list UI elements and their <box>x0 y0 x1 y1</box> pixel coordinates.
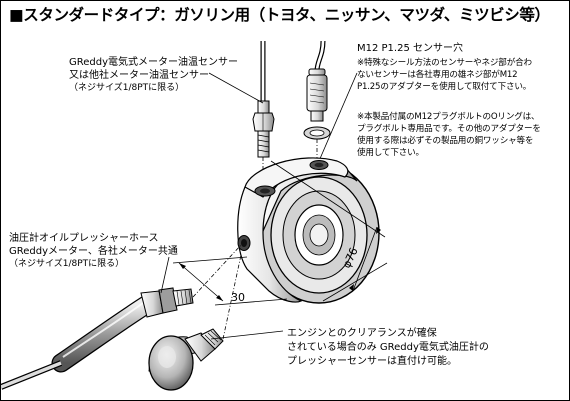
pressure-sensor-axis <box>222 254 242 340</box>
oil-temp-sensor-line3: （ネジサイズ1/8PTに限る） <box>69 83 185 93</box>
hose-fitting <box>140 287 194 318</box>
plug-bolt-note-line: ※本製品付属のM12プラグボルトのOリングは、 <box>357 112 540 122</box>
sensor-hole-note-line: ないセンサーは各社専用の雄ネジ部がM12 <box>357 70 518 80</box>
adapter-body <box>237 157 380 304</box>
pressure-sensor <box>148 328 224 391</box>
sensor-hole-note: ※特殊なシール方法のセンサーやネジ部が合わ ないセンサーは各社専用の雄ネジ部がM… <box>357 57 532 93</box>
plug-bolt-note-line: 使用して下さい。 <box>357 148 424 158</box>
copper-washer <box>303 126 331 140</box>
oil-pressure-hose <box>1 295 156 390</box>
sensor-hole-note-line: P1.25のアダプターを使用して取付て下さい。 <box>357 82 532 92</box>
oil-temp-sensor-line2: 又は他社メーター油温センサー <box>69 69 209 81</box>
hose-axis <box>192 244 242 298</box>
plug-bolt-note-line: プラグボルト専用品です。その他のアダプターを <box>357 124 541 134</box>
sensor-hole-heading: M12 P1.25 センサー穴 <box>357 43 464 54</box>
oil-temp-sensor-line1: GReddy電気式メーター油温センサー <box>69 57 239 68</box>
pressure-hose-line1: 油圧計オイルプレッシャーホース <box>9 233 159 244</box>
page-title: ■スタンダードタイプ：ガソリン用（トヨタ、ニッサン、マツダ、ミツビシ等） <box>9 6 550 24</box>
temp-sensor-leader <box>208 72 264 104</box>
clearance-note-line1: エンジンとのクリアランスが確保 <box>287 328 437 339</box>
oil-temp-sensor <box>252 100 275 158</box>
thickness-label: 30 <box>231 291 245 304</box>
pressure-hose-label: 油圧計オイルプレッシャーホース GReddyメーター、各社メーター共通 （ネジサ… <box>9 233 178 271</box>
plug-bolt-note: ※本製品付属のM12プラグボルトのOリングは、 プラグボルト専用品です。その他の… <box>357 111 541 159</box>
thickness-dimension <box>172 256 288 306</box>
clearance-note: エンジンとのクリアランスが確保 されている場合のみ GReddy電気式油圧計の … <box>287 327 489 369</box>
sensor-hole-note-line: ※特殊なシール方法のセンサーやネジ部が合わ <box>357 58 532 68</box>
clearance-note-line3: プレッシャーセンサーは直付け可能。 <box>287 356 457 367</box>
clearance-note-line2: されている場合のみ GReddy電気式油圧計の <box>287 342 489 353</box>
diameter-dimension <box>270 160 388 302</box>
plug-bolt-note-line: 使用する際は必ずその製品用の銅ワッシャ等を <box>357 136 534 146</box>
pressure-hose-leader <box>160 256 170 294</box>
plug-bolt-wire <box>314 40 326 72</box>
sensor-hole-leader <box>318 72 358 162</box>
pressure-hose-line3: （ネジサイズ1/8PTに限る） <box>9 259 125 269</box>
pressure-hose-line2: GReddyメーター、各社メーター共通 <box>9 245 178 257</box>
clearance-leader <box>210 330 284 340</box>
oil-temp-sensor-label: GReddy電気式メーター油温センサー 又は他社メーター油温センサー （ネジサイ… <box>69 57 238 95</box>
m12-plug-bolt <box>306 68 328 122</box>
